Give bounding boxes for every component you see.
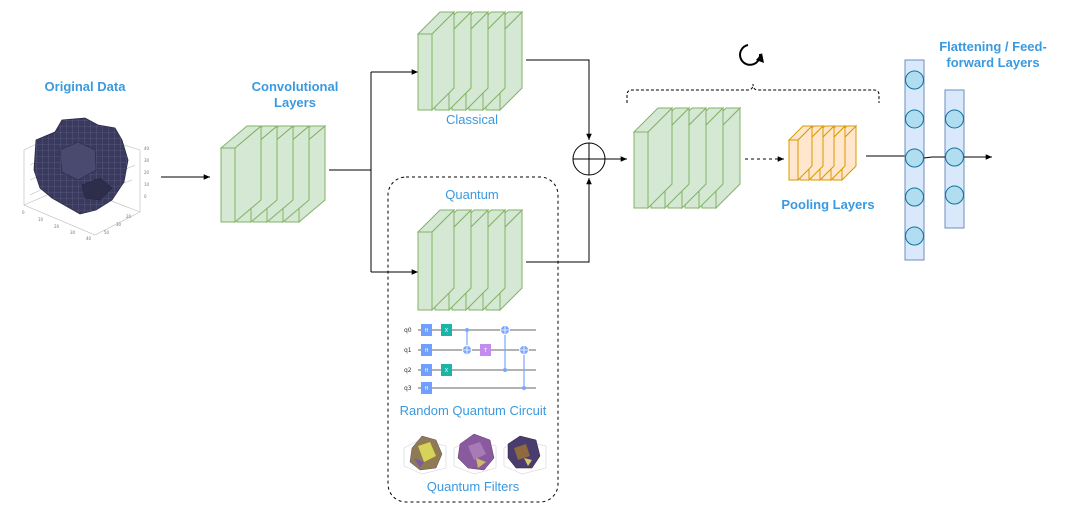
original-data-plot: 40 30 20 10 0 0 10 20 30 40 50 30 20 bbox=[22, 117, 150, 241]
branch-connectors bbox=[329, 69, 418, 275]
svg-text:30: 30 bbox=[116, 222, 122, 227]
svg-text:X: X bbox=[445, 368, 449, 374]
quantum-filter-3 bbox=[503, 435, 547, 475]
feedforward-node-1 bbox=[945, 109, 964, 129]
svg-text:H: H bbox=[425, 386, 429, 392]
flatten-node-5 bbox=[905, 226, 924, 246]
quantum-layer-1 bbox=[416, 208, 456, 312]
gate-x-q0: X bbox=[441, 324, 452, 336]
conv-layers-title-line2: Layers bbox=[274, 95, 316, 110]
svg-text:H: H bbox=[425, 368, 429, 374]
quantum-filter-images bbox=[403, 433, 547, 475]
concat-symbol bbox=[572, 142, 606, 176]
quantum-label: Quantum bbox=[445, 187, 498, 202]
gate-h-q1: H bbox=[421, 344, 432, 356]
original-data-title: Original Data bbox=[45, 79, 127, 94]
quantum-filter-2 bbox=[453, 433, 497, 475]
svg-text:H: H bbox=[425, 348, 429, 354]
quantum-conv-stack bbox=[416, 208, 524, 312]
random-quantum-circuit: q0 q1 q2 q3 H H H H X X T bbox=[404, 324, 536, 394]
pooling-layers-stack bbox=[787, 124, 858, 182]
flatten-node-2 bbox=[905, 109, 924, 129]
quantum-region bbox=[387, 176, 559, 503]
gate-x-q2: X bbox=[441, 364, 452, 376]
svg-text:30: 30 bbox=[144, 158, 150, 163]
svg-text:20: 20 bbox=[126, 214, 132, 219]
gate-h-q2: H bbox=[421, 364, 432, 376]
svg-text:10: 10 bbox=[38, 217, 44, 222]
feedforward-nodes bbox=[945, 109, 964, 205]
conv-layers-title-line1: Convolutional bbox=[252, 79, 339, 94]
repeat-bracket bbox=[626, 83, 880, 103]
flatten-title-line1: Flattening / Feed- bbox=[939, 39, 1047, 54]
pooling-layers-label: Pooling Layers bbox=[781, 197, 874, 212]
classical-conv-stack bbox=[416, 10, 524, 112]
quantum-filters-label: Quantum Filters bbox=[427, 479, 520, 494]
qubit-label-q1: q1 bbox=[404, 347, 412, 354]
conv-layer-1 bbox=[219, 124, 263, 224]
svg-text:50: 50 bbox=[104, 230, 110, 235]
conv-layers-stack bbox=[219, 124, 327, 224]
gate-h-q0: H bbox=[421, 324, 432, 336]
ff-connectors bbox=[923, 154, 992, 160]
svg-text:H: H bbox=[425, 328, 429, 334]
feedforward-node-2 bbox=[945, 147, 964, 167]
svg-text:20: 20 bbox=[144, 170, 150, 175]
qubit-label-q3: q3 bbox=[404, 385, 412, 392]
quantum-filter-1 bbox=[403, 435, 447, 475]
svg-text:X: X bbox=[445, 328, 449, 334]
merged-conv-stack bbox=[632, 106, 742, 210]
svg-text:T: T bbox=[483, 348, 488, 354]
svg-text:0: 0 bbox=[144, 194, 147, 199]
qubit-label-q2: q2 bbox=[404, 367, 412, 374]
classical-layer-1 bbox=[416, 10, 456, 112]
flatten-title-line2: forward Layers bbox=[946, 55, 1039, 70]
flatten-node-3 bbox=[905, 148, 924, 168]
flatten-node-1 bbox=[905, 70, 924, 90]
svg-text:40: 40 bbox=[144, 146, 150, 151]
gate-t-q1: T bbox=[480, 344, 491, 356]
svg-text:20: 20 bbox=[54, 224, 60, 229]
feedforward-node-3 bbox=[945, 185, 964, 205]
svg-text:40: 40 bbox=[86, 236, 92, 241]
svg-text:10: 10 bbox=[144, 182, 150, 187]
flatten-nodes bbox=[905, 70, 924, 246]
merge-connectors bbox=[526, 59, 592, 263]
svg-text:0: 0 bbox=[22, 210, 25, 215]
random-circuit-label: Random Quantum Circuit bbox=[400, 403, 547, 418]
repeat-icon bbox=[739, 44, 764, 66]
svg-text:30: 30 bbox=[70, 230, 76, 235]
pooling-layer-1 bbox=[787, 124, 814, 182]
merged-layer-1 bbox=[632, 106, 674, 210]
gate-h-q3: H bbox=[421, 382, 432, 394]
qubit-label-q0: q0 bbox=[404, 327, 412, 334]
flatten-node-4 bbox=[905, 187, 924, 207]
classical-label: Classical bbox=[446, 112, 498, 127]
